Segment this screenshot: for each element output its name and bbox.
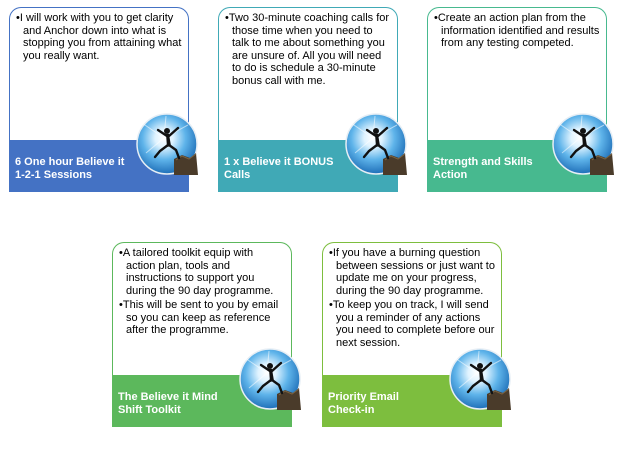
card-title: Strength and Skills Action	[433, 156, 533, 181]
bullet-item: To keep you on track, I will send you a …	[329, 299, 495, 349]
jumping-person-icon	[449, 348, 511, 410]
card-bullets: Create an action plan from the informati…	[434, 12, 600, 52]
card-bullets: If you have a burning question between s…	[329, 247, 495, 351]
jumping-person-icon	[136, 113, 198, 175]
card-title-band: The Believe it Mind Shift Toolkit	[112, 375, 292, 427]
bullet-item: This will be sent to you by email so you…	[119, 299, 285, 337]
jumping-person-icon	[239, 348, 301, 410]
bullet-item: Two 30-minute coaching calls for those t…	[225, 12, 391, 87]
card-description-box: If you have a burning question between s…	[322, 242, 502, 375]
card-description-box: Two 30-minute coaching calls for those t…	[218, 7, 398, 140]
bullet-item: Create an action plan from the informati…	[434, 12, 600, 50]
jumping-person-icon	[552, 113, 614, 175]
card-title-band: Strength and Skills Action	[427, 140, 607, 192]
bullet-item: I will work with you to get clarity and …	[16, 12, 182, 62]
card-description-box: I will work with you to get clarity and …	[9, 7, 189, 140]
card-title: The Believe it Mind Shift Toolkit	[118, 391, 218, 416]
card-bullets: Two 30-minute coaching calls for those t…	[225, 12, 391, 89]
card-bullets: I will work with you to get clarity and …	[16, 12, 182, 64]
bullet-item: If you have a burning question between s…	[329, 247, 495, 297]
card-title: 1 x Believe it BONUS Calls	[224, 156, 334, 181]
bullet-item: A tailored toolkit equip with action pla…	[119, 247, 285, 297]
card-title: Priority Email Check-in	[328, 391, 399, 416]
card-title: 6 One hour Believe it 1-2-1 Sessions	[15, 156, 125, 181]
jumping-person-icon	[345, 113, 407, 175]
card-bullets: A tailored toolkit equip with action pla…	[119, 247, 285, 339]
